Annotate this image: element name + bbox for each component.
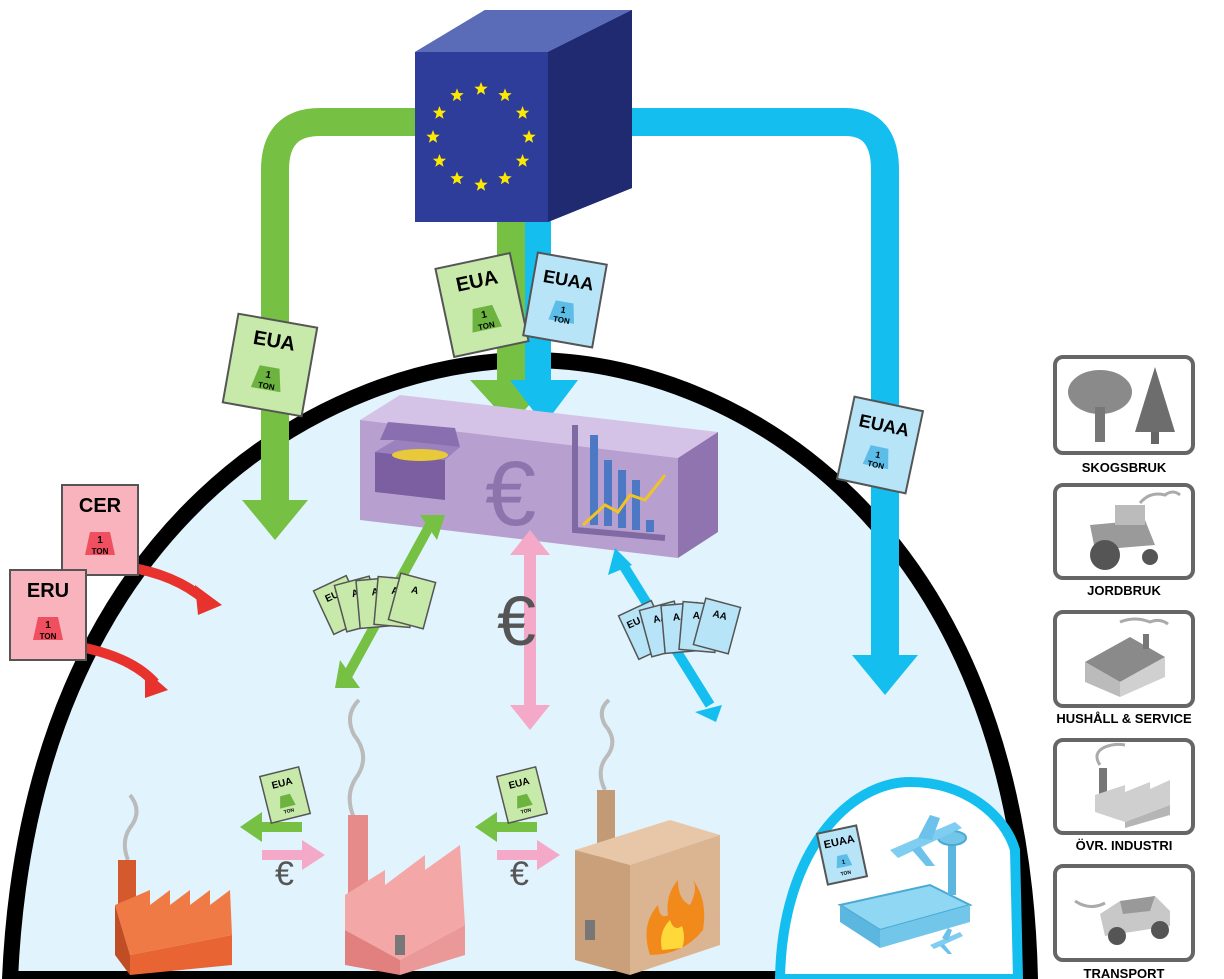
svg-text:ERU: ERU — [27, 580, 69, 602]
svg-text:1: 1 — [45, 620, 51, 631]
house-icon — [1085, 617, 1169, 697]
euaa-certificate-right: EUAA 1 TON — [835, 395, 925, 495]
airplane-small-icon — [930, 928, 963, 954]
sector-jordbruk: JORDBRUK — [1053, 483, 1195, 598]
eu-cube — [415, 10, 632, 222]
eua-certificate-center: EUA 1 TON — [434, 251, 530, 359]
svg-text:1: 1 — [841, 859, 846, 866]
svg-text:A: A — [350, 588, 360, 600]
svg-text:CER: CER — [79, 495, 122, 517]
aviation-sector: EUAA 1 TON — [774, 776, 1024, 979]
price-chart-icon — [572, 425, 667, 541]
factory-icon — [1095, 742, 1170, 828]
fire-icon — [646, 880, 705, 955]
svg-text:EUA: EUA — [271, 776, 294, 792]
svg-text:TRANSPORT: TRANSPORT — [1084, 966, 1165, 979]
eu-star — [450, 88, 464, 102]
trade-euro-symbol: € — [497, 582, 536, 660]
svg-text:ÖVR. INDUSTRI: ÖVR. INDUSTRI — [1076, 838, 1173, 853]
eu-star — [522, 130, 536, 143]
svg-text:A: A — [371, 587, 379, 599]
cer-certificate: CER 1 TON — [61, 484, 139, 576]
svg-text:TON: TON — [40, 632, 57, 641]
eu-star — [515, 154, 530, 167]
fan-certificate: AA — [692, 597, 742, 655]
svg-text:TON: TON — [477, 320, 495, 332]
eua-certificate-factory-right: EUA TON — [495, 765, 549, 825]
eu-star — [432, 154, 447, 167]
eu-star — [474, 178, 488, 191]
sector-transport: TRANSPORT — [1053, 864, 1195, 979]
svg-text:JORDBRUK: JORDBRUK — [1087, 583, 1161, 598]
eua-certificate-left: EUA 1 TON — [221, 312, 319, 418]
svg-text:1: 1 — [97, 535, 103, 546]
market-euro-symbol: € — [485, 443, 536, 545]
eu-stars — [426, 82, 536, 191]
svg-text:€: € — [510, 855, 529, 893]
svg-text:1: 1 — [560, 304, 567, 315]
svg-text:A: A — [410, 585, 420, 597]
euaa-certificate-aviation: EUAA 1 TON — [815, 824, 869, 886]
fan-certificate: A — [387, 572, 437, 630]
factory-burning — [575, 698, 720, 975]
factory-trade-right: € — [475, 812, 560, 893]
forest-icon — [1068, 367, 1175, 444]
svg-text:HUSHÅLL & SERVICE: HUSHÅLL & SERVICE — [1056, 711, 1192, 726]
svg-text:EUA: EUA — [508, 776, 531, 792]
factory-medium — [345, 698, 465, 975]
eu-star — [498, 88, 512, 102]
sector-skogsbruk: SKOGSBRUK — [1053, 355, 1195, 475]
airplane-large-icon — [890, 815, 962, 866]
eu-star — [426, 130, 440, 143]
svg-text:TON: TON — [92, 547, 109, 556]
eua-certificate-factory-left: EUA TON — [258, 765, 312, 825]
svg-text:TON: TON — [552, 314, 570, 326]
sector-ovr-industri: ÖVR. INDUSTRI — [1053, 738, 1195, 853]
factory-small — [115, 793, 232, 975]
svg-text:SKOGSBRUK: SKOGSBRUK — [1082, 460, 1167, 475]
sector-hushall: HUSHÅLL & SERVICE — [1053, 610, 1195, 726]
svg-text:A: A — [391, 586, 399, 598]
svg-text:TON: TON — [257, 380, 275, 392]
euaa-certificate-center: EUAA 1 TON — [522, 251, 608, 349]
svg-text:€: € — [275, 855, 294, 893]
factory-trade-left: € — [240, 812, 325, 893]
svg-text:TON: TON — [840, 869, 852, 877]
svg-text:TON: TON — [283, 807, 295, 815]
eu-star — [432, 106, 447, 119]
svg-text:TON: TON — [867, 459, 885, 471]
svg-text:1: 1 — [480, 309, 488, 321]
eru-certificate: ERU 1 TON — [9, 569, 87, 661]
svg-text:AA: AA — [711, 609, 728, 623]
treasure-chest-icon — [375, 422, 460, 500]
svg-text:1: 1 — [874, 449, 881, 460]
car-icon — [1074, 896, 1170, 945]
eu-star — [515, 106, 530, 119]
tractor-icon — [1090, 490, 1181, 570]
eu-star — [474, 82, 488, 95]
svg-text:TON: TON — [520, 807, 532, 815]
eu-star — [498, 171, 512, 185]
svg-text:1: 1 — [264, 369, 272, 381]
eu-star — [450, 171, 464, 185]
euaa-allocation-arrows — [510, 108, 918, 695]
